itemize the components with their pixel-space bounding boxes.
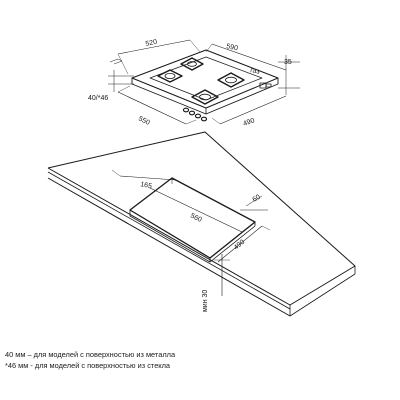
dim-cutout-edge-offset: 165 bbox=[140, 181, 153, 190]
gas-label: газ bbox=[250, 67, 261, 76]
burner-top bbox=[180, 57, 204, 71]
gas-connector bbox=[259, 82, 272, 89]
dim-min-clearance: мин 30 bbox=[202, 290, 209, 312]
dim-cooktop-depth-right: 490 bbox=[242, 117, 255, 128]
burner-left bbox=[157, 69, 183, 83]
countertop-drawing bbox=[47, 131, 356, 317]
dim-cooktop-height: 35 bbox=[284, 59, 292, 66]
dim-cutout-width: 560 bbox=[189, 213, 203, 224]
dimension-labels: 520 590 газ 35 40/*46 550 490 165 560 60… bbox=[88, 39, 292, 312]
control-knobs bbox=[182, 107, 208, 122]
footnote-glass: *46 мм - для моделей с поверхностью из с… bbox=[5, 361, 171, 370]
footnote-metal: 40 мм – для моделей с поверхностью из ме… bbox=[5, 350, 176, 359]
cooktop-drawing bbox=[108, 39, 300, 125]
dim-cooktop-thickness: 40/*46 bbox=[88, 95, 108, 102]
dim-cooktop-depth-left: 550 bbox=[137, 116, 151, 127]
footnotes: 40 мм – для моделей с поверхностью из ме… bbox=[5, 349, 175, 371]
dim-cutout-side-offset: 60 bbox=[252, 194, 262, 204]
dim-cooktop-width-right: 590 bbox=[226, 43, 239, 52]
burner-front bbox=[191, 89, 219, 105]
burner-right bbox=[217, 72, 245, 88]
dim-cooktop-width-top: 520 bbox=[145, 39, 158, 48]
